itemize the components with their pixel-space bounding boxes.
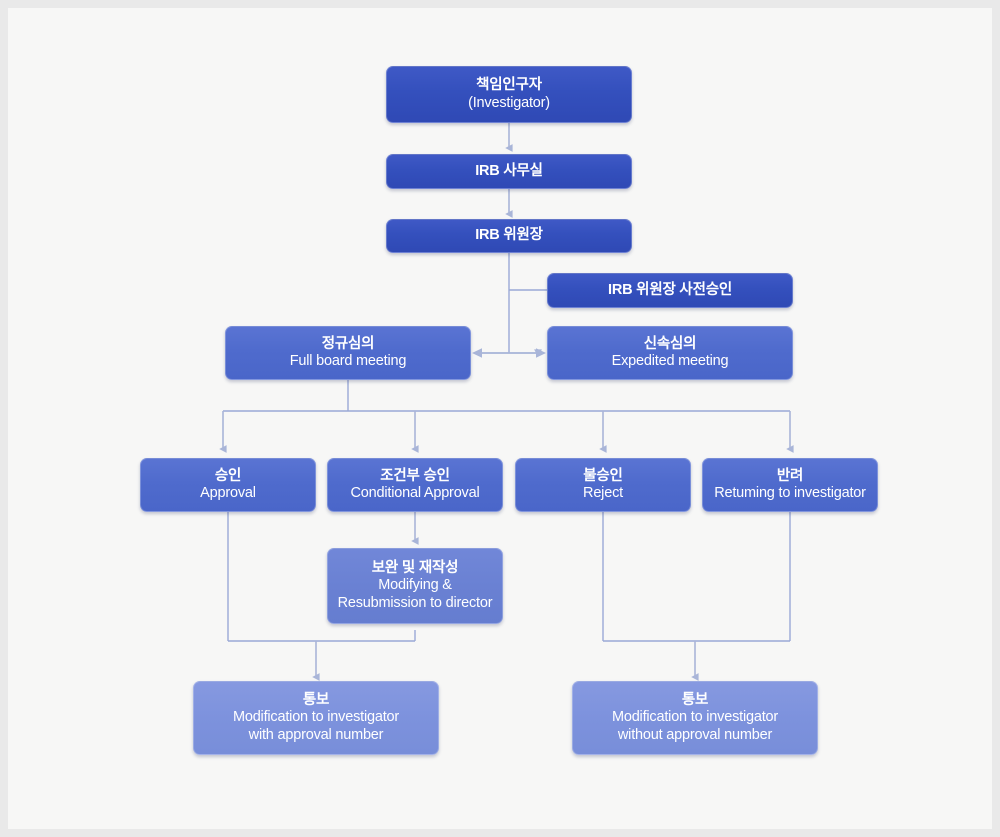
node-conditional-approval-ko: 조건부 승인 — [380, 467, 450, 484]
node-modifying[interactable]: 보완 및 재작성 Modifying & Resubmission to dir… — [327, 548, 503, 624]
node-approval[interactable]: 승인 Approval — [140, 458, 316, 512]
node-investigator[interactable]: 책임인구자 (Investigator) — [386, 66, 632, 123]
node-reject-ko: 불승인 — [583, 467, 623, 484]
node-notify-with-approval-en-line2: with approval number — [248, 726, 384, 743]
node-pre-approval-ko: IRB 위원장 사전승인 — [607, 281, 732, 298]
node-irb-office-ko: IRB 사무실 — [475, 162, 543, 179]
node-notify-without-approval[interactable]: 통보 Modification to investigator without … — [572, 681, 818, 755]
node-notify-without-approval-en-line1: Modification to investigator — [611, 709, 779, 726]
node-returning-en: Retuming to investigator — [714, 485, 866, 501]
node-modifying-ko: 보완 및 재작성 — [371, 560, 459, 577]
node-reject-en: Reject — [583, 485, 623, 501]
node-pre-approval[interactable]: IRB 위원장 사전승인 — [547, 273, 793, 308]
node-returning[interactable]: 반려 Retuming to investigator — [702, 458, 878, 512]
node-notify-without-approval-ko: 통보 — [681, 692, 709, 709]
node-investigator-en: (Investigator) — [468, 94, 550, 111]
node-notify-with-approval-ko: 통보 — [302, 692, 330, 709]
node-approval-ko: 승인 — [214, 467, 242, 484]
node-conditional-approval[interactable]: 조건부 승인 Conditional Approval — [327, 458, 503, 512]
node-notify-without-approval-en-line2: without approval number — [617, 726, 773, 743]
diagram-panel — [8, 8, 992, 829]
node-expedited-ko: 신속심의 — [643, 335, 697, 352]
node-full-board-en: Full board meeting — [289, 353, 407, 369]
node-expedited[interactable]: 신속심의 Expedited meeting — [547, 326, 793, 380]
node-full-board-ko: 정규심의 — [321, 335, 375, 352]
node-returning-ko: 반려 — [776, 467, 804, 484]
node-conditional-approval-en: Conditional Approval — [350, 485, 480, 501]
node-approval-en: Approval — [200, 485, 256, 501]
node-investigator-ko: 책임인구자 — [476, 77, 542, 94]
node-full-board[interactable]: 정규심의 Full board meeting — [225, 326, 471, 380]
node-notify-with-approval-en-line1: Modification to investigator — [232, 709, 400, 726]
node-irb-chair-ko: IRB 위원장 — [475, 227, 543, 244]
node-modifying-en-line1: Modifying & — [378, 577, 452, 594]
node-reject[interactable]: 불승인 Reject — [515, 458, 691, 512]
node-notify-with-approval[interactable]: 통보 Modification to investigator with app… — [193, 681, 439, 755]
node-modifying-en-line2: Resubmission to director — [337, 594, 493, 611]
node-irb-chair[interactable]: IRB 위원장 — [386, 219, 632, 253]
node-expedited-en: Expedited meeting — [611, 353, 729, 369]
node-irb-office[interactable]: IRB 사무실 — [386, 154, 632, 189]
